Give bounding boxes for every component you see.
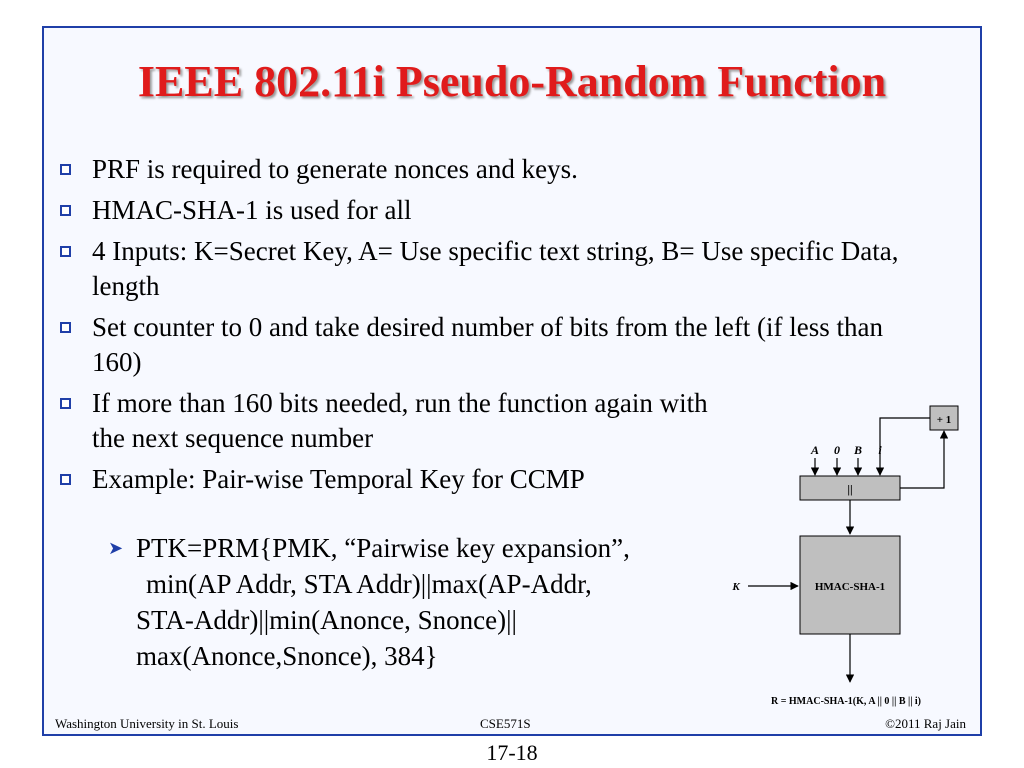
result-label: R = HMAC-SHA-1(K, A || 0 || B || i) — [771, 696, 921, 707]
bullet-text: HMAC-SHA-1 is used for all — [92, 195, 412, 225]
sub-bullet-line: STA-Addr)||min(Anonce, Snonce)|| — [136, 605, 517, 635]
input-zero-label: 0 — [834, 443, 840, 457]
bullet-text: Set counter to 0 and take desired number… — [92, 312, 884, 377]
square-bullet-icon — [60, 398, 71, 409]
prf-diagram: + 1 A 0 B i || HMAC-SHA-1 K R = HMAC-SHA… — [731, 405, 959, 707]
bullet-text: Example: Pair-wise Temporal Key for CCMP — [92, 464, 585, 494]
bullet-list: PRF is required to generate nonces and k… — [58, 152, 928, 503]
bullet-item: HMAC-SHA-1 is used for all — [58, 193, 928, 228]
arrow-bullet-icon: ➤ — [108, 538, 124, 559]
concat-box — [799, 475, 901, 501]
sub-bullet-line: min(AP Addr, STA Addr)||max(AP-Addr, — [146, 569, 592, 599]
bullet-text: PRF is required to generate nonces and k… — [92, 154, 578, 184]
sub-bullet-line: PTK=PRM{PMK, “Pairwise key expansion”, — [136, 533, 630, 563]
slide-title: IEEE 802.11i Pseudo-Random Function — [137, 57, 887, 106]
bullet-text: 4 Inputs: K=Secret Key, A= Use specific … — [92, 236, 899, 301]
concat-label: || — [847, 482, 852, 496]
bullet-item: PRF is required to generate nonces and k… — [58, 152, 928, 187]
sub-bullet-item: ➤ PTK=PRM{PMK, “Pairwise key expansion”,… — [108, 530, 788, 674]
footer-course: CSE571S — [480, 716, 531, 731]
square-bullet-icon — [60, 246, 71, 257]
bullet-item: Example: Pair-wise Temporal Key for CCMP — [58, 462, 928, 497]
hmac-label: HMAC-SHA-1 — [815, 581, 885, 593]
square-bullet-icon — [60, 164, 71, 175]
page-number: 17-18 — [486, 740, 538, 765]
bullet-item: Set counter to 0 and take desired number… — [58, 310, 928, 380]
square-bullet-icon — [60, 474, 71, 485]
sub-bullet-list: ➤ PTK=PRM{PMK, “Pairwise key expansion”,… — [108, 530, 788, 674]
bullet-item: If more than 160 bits needed, run the fu… — [58, 386, 732, 456]
counter-label: + 1 — [937, 414, 952, 426]
square-bullet-icon — [60, 322, 71, 333]
input-b-label: B — [853, 443, 862, 457]
input-a-label: A — [810, 443, 819, 457]
sub-bullet-line: max(Anonce,Snonce), 384} — [136, 641, 438, 671]
bullet-text: If more than 160 bits needed, run the fu… — [92, 388, 708, 453]
square-bullet-icon — [60, 205, 71, 216]
feedback-line — [900, 430, 949, 489]
footer-copyright: ©2011 Raj Jain — [885, 716, 966, 731]
key-label: K — [731, 581, 740, 593]
footer-institution: Washington University in St. Louis — [55, 716, 239, 731]
counter-out-line — [875, 417, 930, 476]
hmac-box — [799, 535, 901, 635]
bullet-item: 4 Inputs: K=Secret Key, A= Use specific … — [58, 234, 928, 304]
input-i-label: i — [878, 443, 882, 457]
